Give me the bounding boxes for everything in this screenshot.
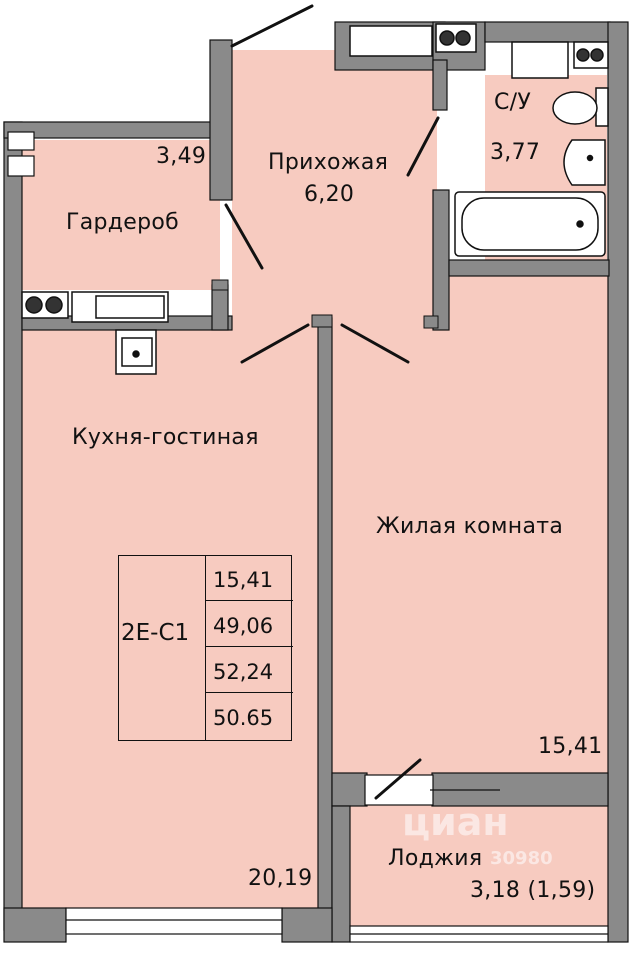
bath-door	[406, 116, 440, 177]
toilet-bowl	[552, 91, 598, 125]
wardrobe-top-wall	[3, 121, 219, 139]
partition-wall	[317, 317, 333, 911]
hall-cabinet	[349, 25, 433, 57]
loggia-label: Лоджия	[388, 846, 483, 871]
summary-value-1: 15,41	[213, 568, 274, 592]
bath-left-wall	[432, 189, 450, 331]
hall-area: 6,20	[304, 182, 355, 207]
bath-bottom-wall	[448, 259, 610, 277]
toilet-tank	[595, 87, 609, 127]
wardrobe-floor	[22, 140, 220, 290]
kitchen-label: Кухня-гостиная	[72, 425, 259, 450]
bedroom-area: 15,41	[538, 734, 603, 759]
loggia-area: 3,18 (1,59)	[470, 878, 596, 903]
hall-left-wall	[209, 39, 233, 201]
kitchen-bottom-wall-right	[281, 907, 333, 943]
bath-top-wall	[484, 21, 611, 43]
kitchen-top-wall-end	[211, 284, 229, 331]
kitchen-area: 20,19	[248, 866, 313, 891]
fixtures	[21, 23, 609, 375]
kitchen-door	[240, 323, 310, 364]
wardrobe-label: Гардероб	[66, 210, 180, 235]
bedroom-door	[340, 323, 410, 364]
doors	[224, 4, 440, 800]
wardrobe-door	[224, 203, 264, 270]
watermark-brand: циан	[402, 800, 509, 844]
summary-table: 2Е-С1 15,41 49,06 52,24 50.65	[118, 554, 293, 741]
bath-right-wall	[607, 21, 629, 943]
door-posts	[211, 279, 439, 329]
loggia-door	[374, 758, 422, 800]
apartment-code: 2Е-С1	[121, 620, 190, 646]
bath-area: 3,77	[490, 140, 541, 165]
bedroom-bottom-wall	[331, 772, 368, 807]
summary-value-3: 52,24	[213, 660, 274, 684]
hall-label: Прихожая	[268, 150, 389, 175]
wardrobe-area: 3,49	[156, 144, 207, 169]
entrance-door	[230, 4, 314, 48]
summary-value-4: 50.65	[213, 706, 274, 730]
bath-sink	[563, 139, 606, 186]
left-outer-wall	[3, 121, 23, 931]
bath-label: С/У	[494, 90, 532, 115]
bath-left-wall-top	[432, 59, 448, 111]
wardrobe-vent-1	[7, 131, 35, 151]
bath-shelf	[511, 41, 569, 79]
loggia-floor	[350, 806, 608, 926]
summary-value-2: 49,06	[213, 614, 274, 638]
wardrobe-vent-2	[7, 155, 35, 177]
bedroom-floor	[330, 276, 608, 773]
loggia-left-wall	[331, 805, 351, 943]
kitchen-window	[65, 907, 283, 935]
watermark-id: 30980	[490, 848, 553, 869]
walls	[3, 21, 629, 943]
kitchen-floor	[22, 330, 318, 910]
kitchen-bottom-wall-left	[3, 907, 67, 943]
bedroom-label: Жилая комната	[376, 514, 564, 539]
